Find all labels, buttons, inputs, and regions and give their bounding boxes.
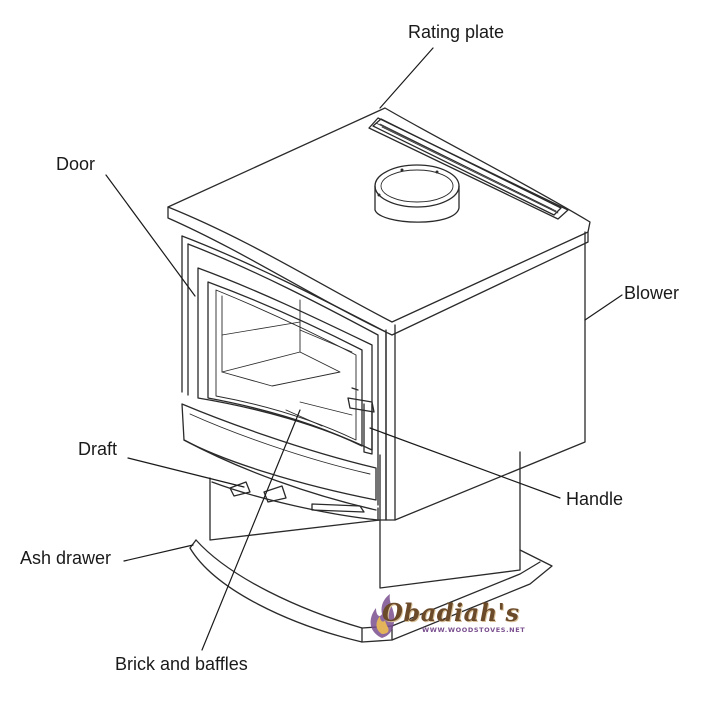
leader-rating-plate: [379, 47, 434, 109]
label-ash-drawer: Ash drawer: [20, 548, 112, 568]
leader-door: [105, 174, 196, 297]
label-brick-and-baffles: Brick and baffles: [115, 654, 248, 674]
draft-ashlip: [181, 403, 377, 513]
label-draft: Draft: [78, 439, 118, 459]
label-rating-plate: Rating plate: [408, 22, 505, 42]
leader-blower: [584, 294, 623, 321]
label-blower: Blower: [624, 283, 680, 303]
leader-lines: [105, 47, 623, 651]
label-door: Door: [56, 154, 96, 174]
obadiahs-logo-watermark: Obadiah's WWW.WOODSTOVES.NET: [362, 592, 525, 640]
logo-name: Obadiah's: [382, 598, 520, 627]
ash-drawer-tray: [189, 539, 553, 643]
leader-handle: [369, 427, 561, 499]
leader-draft: [127, 457, 245, 488]
flame-icon: [370, 594, 395, 638]
label-handle: Handle: [566, 489, 624, 509]
stove-body-side: [385, 231, 586, 521]
leader-brick-and-baffles: [201, 409, 301, 651]
stove-top-plate: [167, 107, 591, 336]
stove-front-door: [181, 235, 387, 521]
leader-ash-drawer: [123, 544, 194, 562]
logo-url: WWW.WOODSTOVES.NET: [422, 626, 526, 634]
